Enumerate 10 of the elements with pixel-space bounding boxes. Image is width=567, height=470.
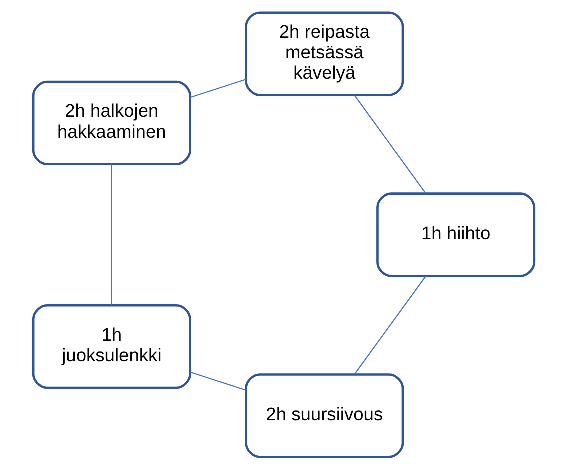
node-box: 2h halkojen hakkaaminen <box>32 80 191 166</box>
node-box: 1h hiihto <box>376 192 536 278</box>
connector <box>190 372 246 391</box>
connector <box>354 95 426 194</box>
node-box: 2h suursiivous <box>244 374 404 458</box>
connector <box>354 276 426 375</box>
connector <box>190 79 246 98</box>
node-box: 2h reipasta metsässä kävelyä <box>244 12 404 96</box>
connector <box>110 164 112 306</box>
node-box: 1h juoksulenkki <box>32 304 191 390</box>
